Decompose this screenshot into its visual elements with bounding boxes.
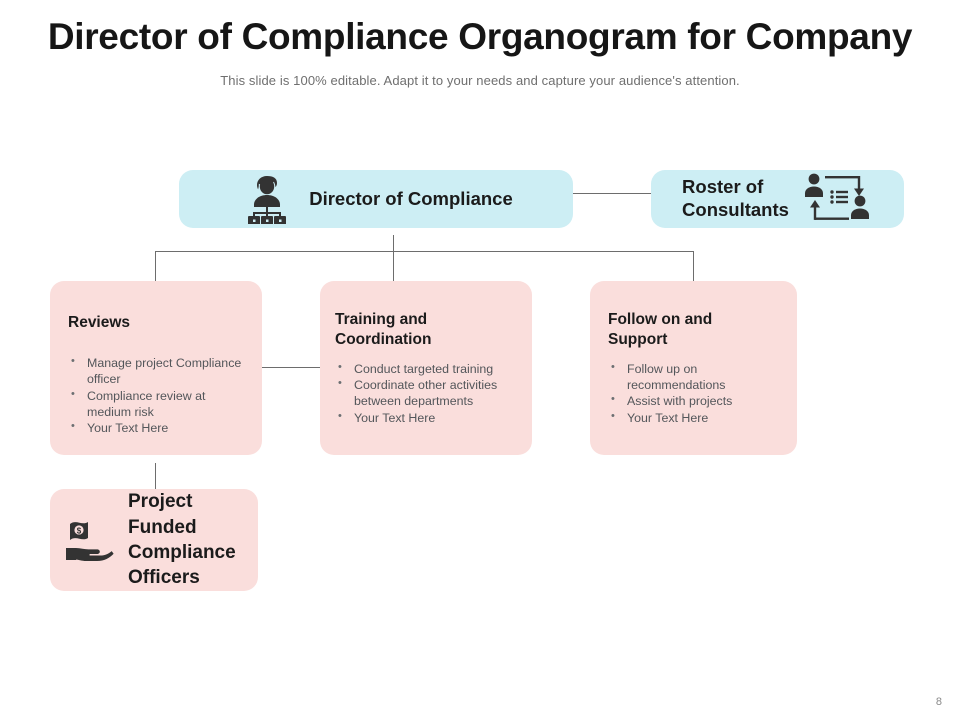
node-director-of-compliance[interactable]: Director of Compliance [179, 170, 577, 238]
list-item: Compliance review at medium risk [68, 387, 248, 420]
node-roster-title: Roster of Consultants [682, 176, 789, 220]
hand-holding-money-icon: $ [64, 514, 116, 566]
node-reviews[interactable]: Reviews Manage project Compliance office… [50, 281, 266, 465]
page-number: 8 [935, 696, 942, 708]
list-item: Your Text Here [68, 419, 248, 436]
node-face [179, 170, 573, 228]
node-roster-of-consultants[interactable]: Roster of Consultants [651, 170, 908, 238]
person-org-chart-icon [239, 174, 295, 225]
page-title: Director of Compliance Organogram for Co… [47, 16, 913, 57]
node-director-title: Director of Compliance [309, 187, 513, 209]
list-item: Your Text Here [335, 409, 518, 426]
node-training-and-coordination[interactable]: Training and Coordination Conduct target… [320, 281, 536, 465]
node-project-funded-label: Project Funded Compliance Officers [128, 491, 236, 589]
list-item: Manage project Compliance officer [68, 354, 248, 387]
connector-drop-training [393, 251, 394, 281]
node-reviews-bullets: Manage project Compliance officer Compli… [68, 354, 248, 437]
node-reviews-heading: Reviews [68, 314, 131, 331]
node-follow-on-heading: Follow on and Support [608, 311, 713, 348]
list-item: Conduct targeted training [335, 360, 518, 377]
connector-reviews-to-project-funded [155, 463, 156, 489]
list-item: Assist with projects [608, 392, 783, 409]
list-item: Your Text Here [608, 409, 783, 426]
node-training-bullets: Conduct targeted training Coordinate oth… [335, 360, 518, 427]
connector-drop-follow-on [693, 251, 694, 281]
list-item: Follow up on recommendations [608, 360, 783, 393]
node-follow-on-bullets: Follow up on recommendations Assist with… [608, 360, 783, 427]
connector-reviews-to-training [262, 367, 320, 368]
node-follow-on-and-support[interactable]: Follow on and Support Follow up on recom… [590, 281, 801, 465]
page-subtitle: This slide is 100% editable. Adapt it to… [220, 73, 740, 88]
connector-director-stem [393, 235, 394, 252]
node-training-heading: Training and Coordination [335, 311, 432, 348]
node-face [50, 489, 258, 591]
svg-text:$: $ [77, 526, 82, 535]
connector-horizontal-bus [155, 251, 694, 252]
list-item: Coordinate other activities between depa… [335, 376, 518, 409]
node-project-funded-compliance-officers[interactable]: $ Project Funded Compliance Officers [50, 489, 262, 601]
people-cycle-list-icon [801, 171, 873, 227]
connector-drop-reviews [155, 251, 156, 281]
connector-director-to-roster [573, 193, 651, 194]
